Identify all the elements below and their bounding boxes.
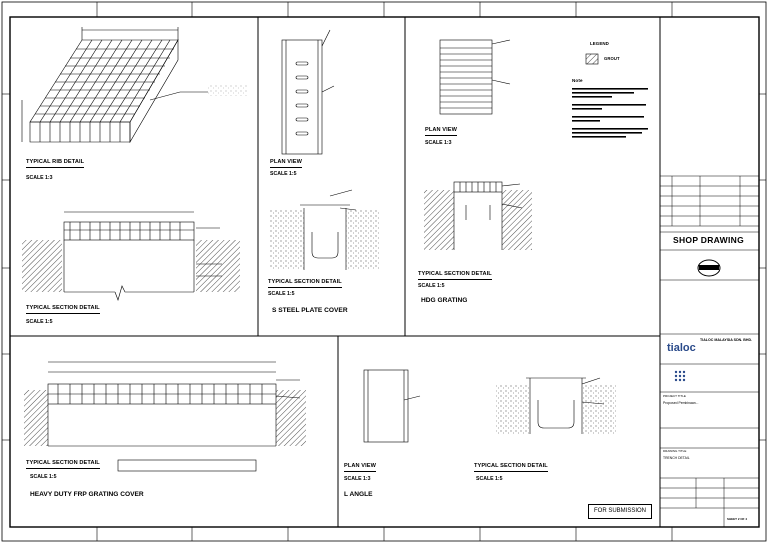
section-left-scale: SCALE 1:5 (26, 319, 53, 325)
project-label: PROJECT TITLE (663, 394, 686, 398)
frp-section-title: TYPICAL SECTION DETAIL (26, 460, 100, 469)
angle-plan-scale: SCALE 1:3 (344, 476, 371, 482)
plate-plan-drawing (281, 29, 335, 155)
tialoc-dots (674, 370, 686, 382)
inner-border (9, 16, 760, 528)
plate-section-title: TYPICAL SECTION DETAIL (268, 279, 342, 288)
title-block-grid (660, 175, 759, 527)
angle-plan-subtitle: L ANGLE (344, 491, 373, 498)
hdg-section-title: TYPICAL SECTION DETAIL (418, 271, 492, 280)
rib-detail-drawing (21, 27, 208, 144)
rib-detail-scale: SCALE 1:3 (26, 175, 53, 181)
hdg-plan-scale: SCALE 1:3 (425, 140, 452, 146)
angle-section-scale: SCALE 1:5 (476, 476, 503, 482)
frp-section-scale: SCALE 1:5 (30, 474, 57, 480)
panel-dividers (10, 17, 661, 527)
hdg-section-drawing (424, 181, 532, 250)
plate-section-scale: SCALE 1:5 (268, 291, 295, 297)
angle-section-drawing (496, 377, 616, 434)
frp-section-subtitle: HEAVY DUTY FRP GRATING COVER (30, 491, 144, 498)
angle-section-title: TYPICAL SECTION DETAIL (474, 463, 548, 472)
plate-plan-scale: SCALE 1:5 (270, 171, 297, 177)
hdg-section-subtitle: HDG GRATING (421, 297, 468, 304)
note-title: Note (572, 78, 583, 83)
section-left-title: TYPICAL SECTION DETAIL (26, 305, 100, 314)
tialoc-logo: tialoc (667, 342, 696, 354)
angle-plan-drawing (363, 369, 421, 443)
company-name: TIALOC MALAYSIA SDN. BHD. (700, 338, 753, 342)
frp-section-drawing (24, 361, 306, 447)
sheet-number: SHEET 2 OF 4 (727, 517, 748, 521)
project-title: Proposed Pembinaan... (663, 401, 699, 405)
legend-title: LEGEND (590, 41, 609, 46)
plate-section-subtitle: S STEEL PLATE COVER (272, 307, 348, 314)
frp-note-box (117, 459, 257, 472)
legend-box (585, 53, 599, 65)
hdg-section-scale: SCALE 1:5 (418, 283, 445, 289)
plate-section-drawing (270, 189, 380, 270)
hdg-plan-drawing (439, 39, 511, 115)
angle-plan-title: PLAN VIEW (344, 463, 376, 472)
drawing-title-label: DRAWING TITLE (663, 449, 687, 453)
note-lines (572, 88, 648, 138)
section-left-drawing (22, 211, 240, 301)
shop-drawing-label: SHOP DRAWING (673, 235, 744, 245)
client-logo-icon (697, 259, 721, 277)
for-submission-stamp: FOR SUBMISSION (588, 504, 652, 519)
hdg-plan-title: PLAN VIEW (425, 127, 457, 136)
drawing-title: TRENCH DETAIL (663, 456, 690, 460)
legend-item-grout: GROUT (604, 56, 620, 61)
rib-detail-title: TYPICAL RIB DETAIL (26, 159, 85, 168)
plate-plan-title: PLAN VIEW (270, 159, 302, 168)
